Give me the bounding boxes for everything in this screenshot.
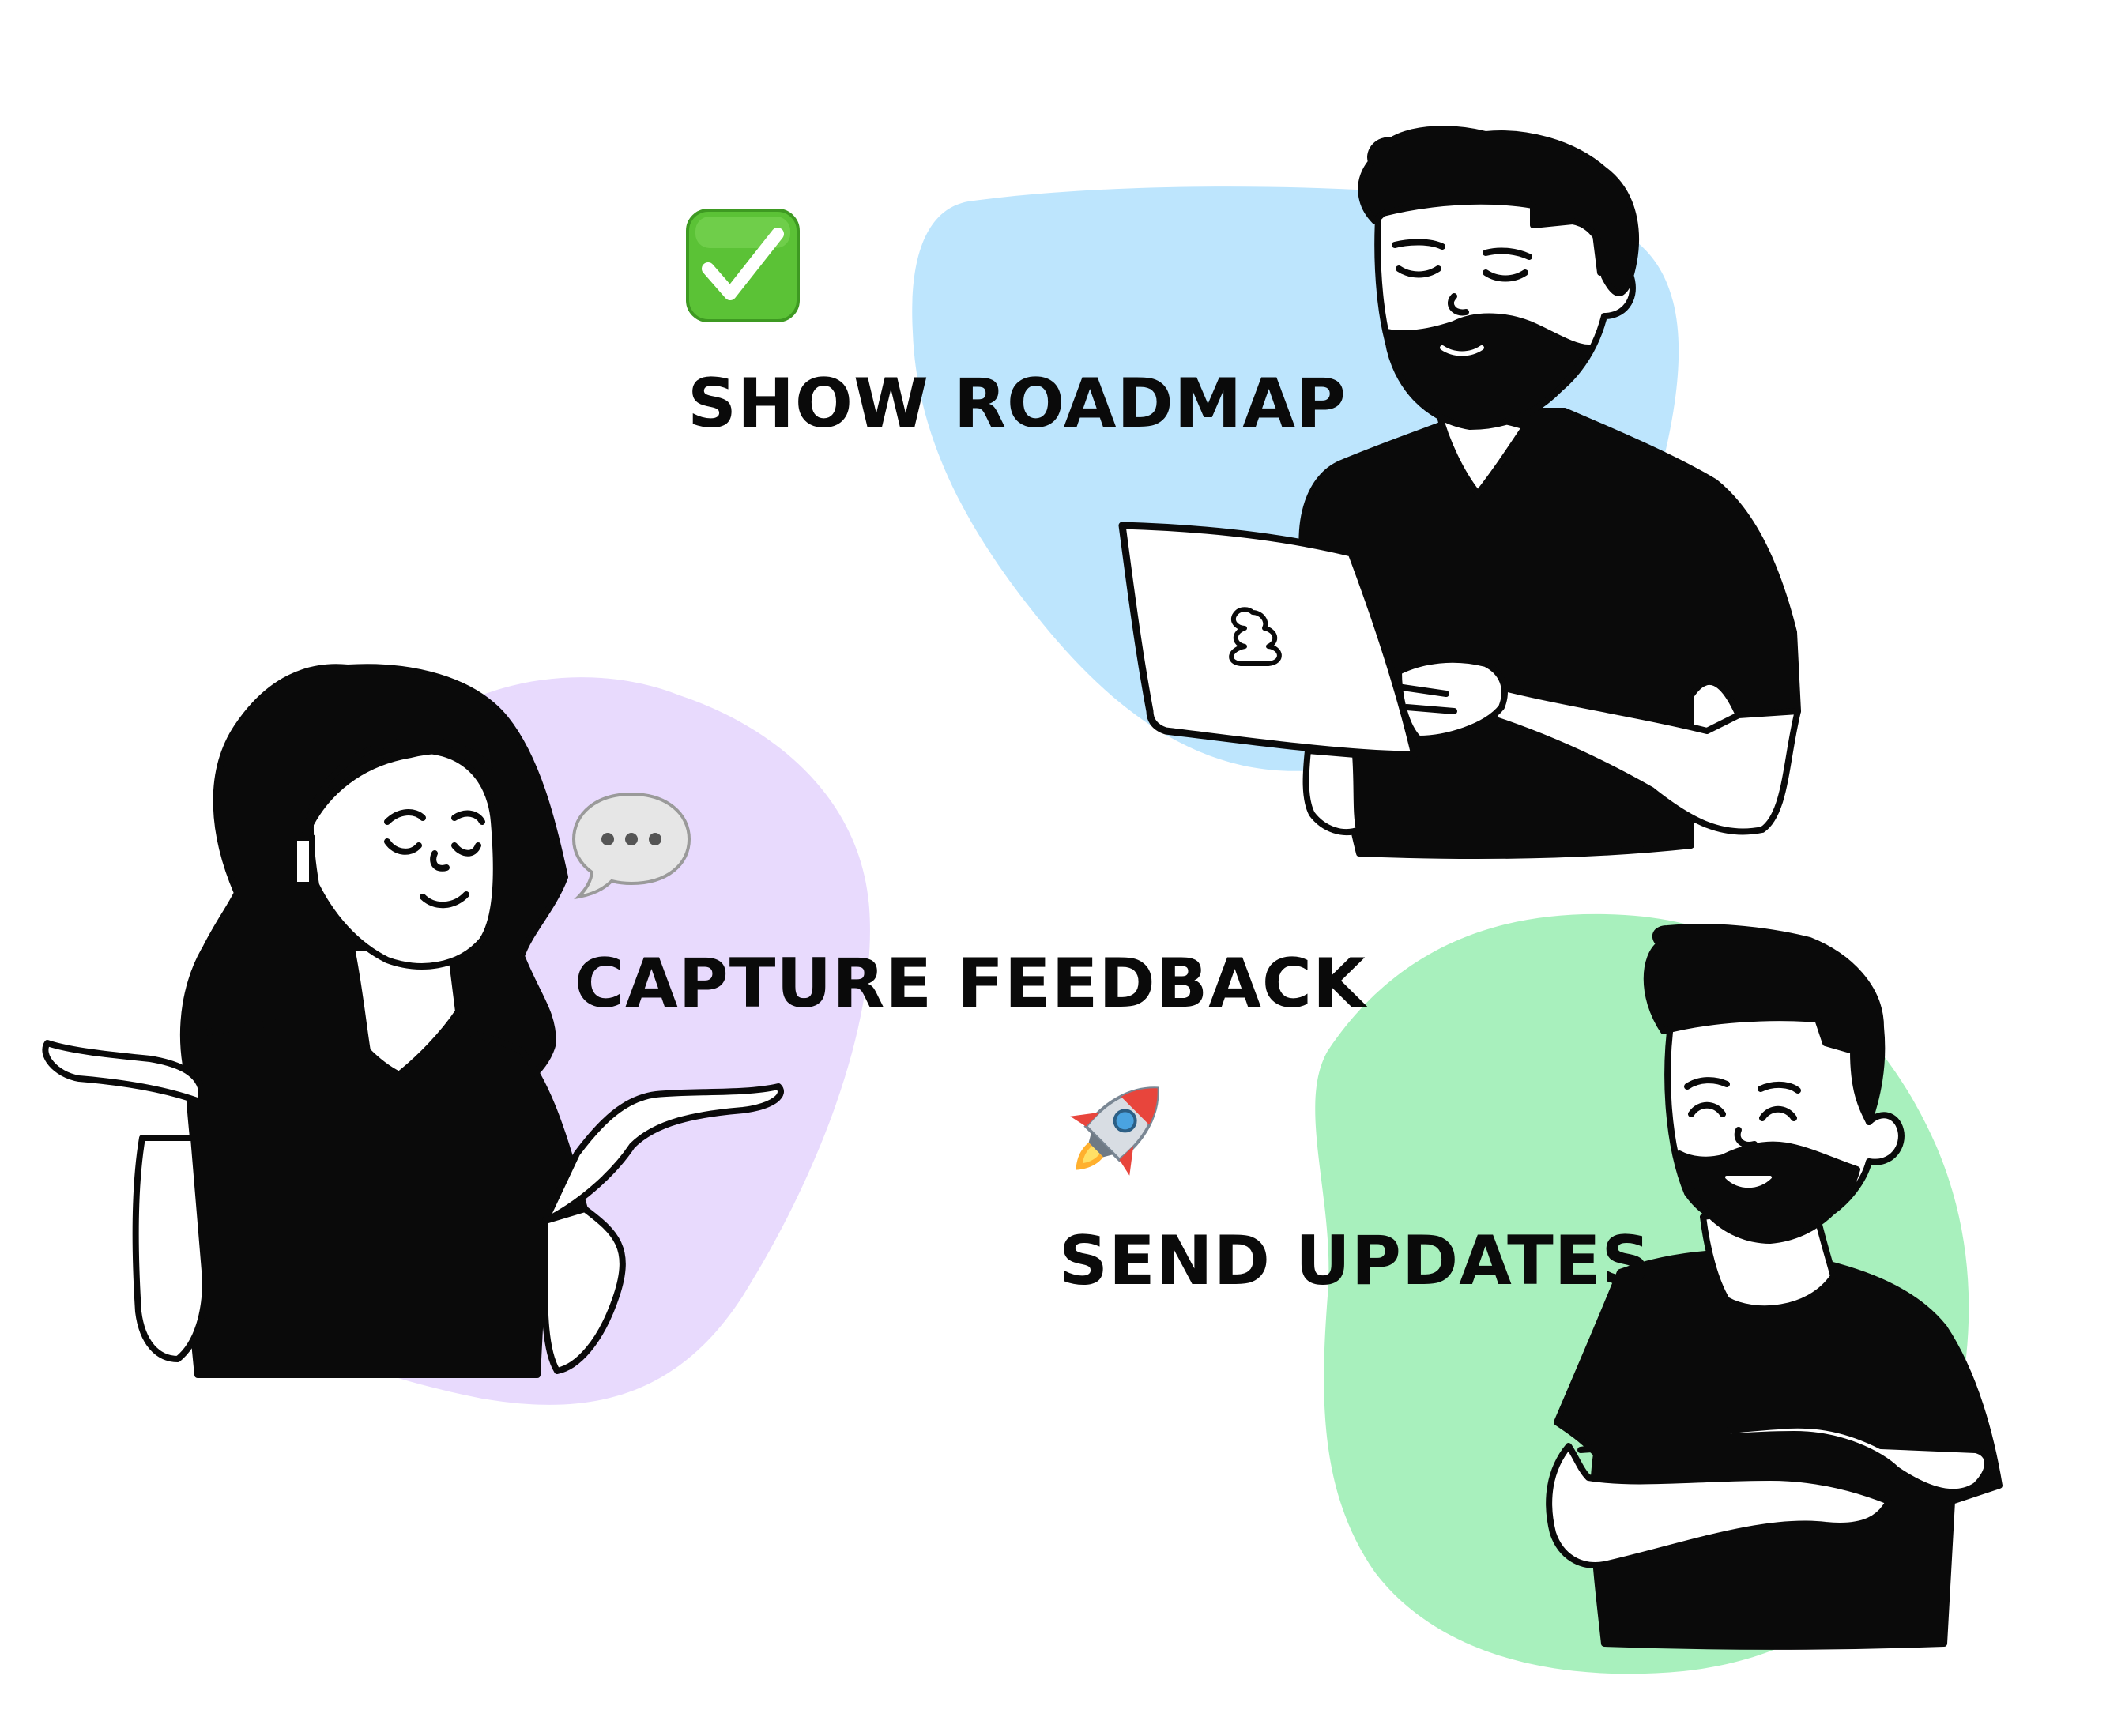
man-crossed-beard [1676, 1141, 1860, 1244]
woman-right-arm [542, 1083, 784, 1224]
man-laptop-brow-right [1483, 247, 1532, 260]
man-laptop-nose [1448, 293, 1469, 316]
woman-right-forearm [541, 1206, 626, 1374]
man-crossed-arm-upper [1577, 1422, 1991, 1496]
man-laptop-right-arm [1490, 684, 1801, 835]
man-crossed-nose [1734, 1127, 1758, 1148]
man-laptop-left-arm [1302, 747, 1362, 836]
woman-left-arm [42, 1040, 205, 1105]
woman-ear [291, 834, 315, 888]
man-laptop-brow-left [1392, 239, 1445, 250]
woman-eye-right [451, 810, 485, 857]
woman-nose [430, 850, 450, 872]
man-arms-crossed [1546, 924, 2003, 1650]
woman-eye-left [384, 809, 426, 855]
man-laptop-eye-right [1483, 269, 1528, 282]
man-crossed-eye-right [1758, 1082, 1801, 1121]
man-crossed-arm-lower [1546, 1443, 1892, 1568]
poop-logo-icon [1229, 607, 1282, 666]
caption-send-updates: SEND UPDATES [1059, 1222, 1652, 1301]
check-mark-button-icon [686, 209, 800, 322]
man-crossed-hair [1643, 924, 1886, 1125]
rocket-icon [1070, 1086, 1159, 1176]
woman-left-forearm [132, 1135, 209, 1362]
man-laptop-mouth [1440, 345, 1484, 356]
woman-hair-front [301, 736, 493, 841]
laptop[interactable] [1118, 522, 1419, 759]
man-laptop-hand [1396, 656, 1508, 742]
man-laptop-hair [1358, 126, 1639, 296]
woman-neck [349, 945, 462, 1078]
man-with-laptop [1118, 126, 1801, 859]
caption-show-roadmap: SHOW ROADMAP [688, 364, 1347, 443]
man-laptop-finger [1400, 684, 1457, 714]
man-crossed-mouth [1725, 1176, 1772, 1188]
woman-mouth [420, 891, 469, 909]
caption-capture-feedback: CAPTURE FEEDBACK [575, 944, 1366, 1023]
man-laptop-beard [1384, 313, 1592, 430]
speech-bubble-icon [571, 792, 691, 900]
man-laptop-eye-left [1396, 265, 1441, 278]
woman-shrugging [42, 664, 784, 1378]
man-crossed-eye-left [1684, 1077, 1730, 1117]
